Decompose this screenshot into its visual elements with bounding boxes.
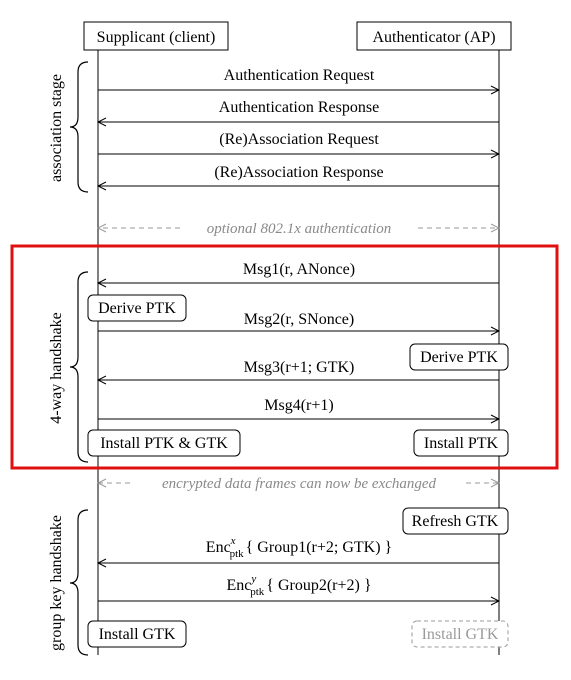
client-participant-label: Supplicant (client): [97, 29, 216, 46]
auth-response-label: Authentication Response: [219, 99, 379, 116]
msg4-label: Msg4(r+1): [264, 397, 333, 414]
encrypted-frames-label: encrypted data frames can now be exchang…: [162, 476, 437, 492]
client-participant-box: [83, 21, 229, 51]
ap-participant-label: Authenticator (AP): [372, 29, 495, 46]
association-stage-label: association stage: [48, 74, 65, 182]
ap-derive-ptk-box: [409, 343, 509, 371]
ap-derive-ptk-label: Derive PTK: [420, 349, 498, 366]
client-install-gtk-label: Install GTK: [99, 626, 176, 643]
four-way-highlight-frame: [10, 244, 559, 470]
group2-sub: ptk: [250, 586, 265, 598]
group1-body: { Group1(r+2; GTK) }: [246, 539, 393, 556]
ap-refresh-gtk-label: Refresh GTK: [412, 513, 499, 530]
ap-refresh-gtk-box: [402, 507, 509, 535]
auth-request-label: Authentication Request: [224, 67, 375, 84]
ap-install-gtk-box: [411, 620, 509, 648]
client-install-ptk-gtk-box: [87, 429, 241, 457]
association-stage-brace: [69, 61, 89, 193]
client-install-ptk-gtk-label: Install PTK & GTK: [100, 435, 228, 452]
msg3-label: Msg3(r+1; GTK): [244, 359, 355, 376]
ap-participant-box: [356, 21, 512, 51]
group-key-stage-brace: [69, 509, 89, 656]
four-way-stage-label: 4-way handshake: [48, 312, 65, 424]
client-derive-ptk-box: [87, 294, 187, 322]
group-key-stage-label: group key handshake: [48, 515, 65, 651]
group2-sup: y: [250, 573, 256, 585]
group2-body: { Group2(r+2) }: [266, 577, 371, 594]
group1-sub: ptk: [230, 548, 245, 560]
client-install-gtk-box: [87, 620, 187, 648]
optional-8021x-label: optional 802.1x authentication: [207, 221, 392, 237]
ap-install-ptk-box: [413, 429, 509, 457]
ap-install-ptk-label: Install PTK: [424, 435, 499, 452]
four-way-stage-brace: [69, 271, 89, 463]
msg1-label: Msg1(r, ANonce): [243, 261, 355, 278]
ap-install-gtk-label: Install GTK: [422, 626, 499, 643]
reassoc-request-label: (Re)Association Request: [219, 131, 379, 148]
msg2-label: Msg2(r, SNonce): [244, 311, 354, 328]
reassoc-response-label: (Re)Association Response: [214, 164, 383, 181]
client-derive-ptk-label: Derive PTK: [98, 300, 176, 317]
group2-enc: Enc: [226, 577, 251, 594]
group1-enc: Enc: [206, 539, 231, 556]
group1-sup: x: [230, 535, 236, 547]
